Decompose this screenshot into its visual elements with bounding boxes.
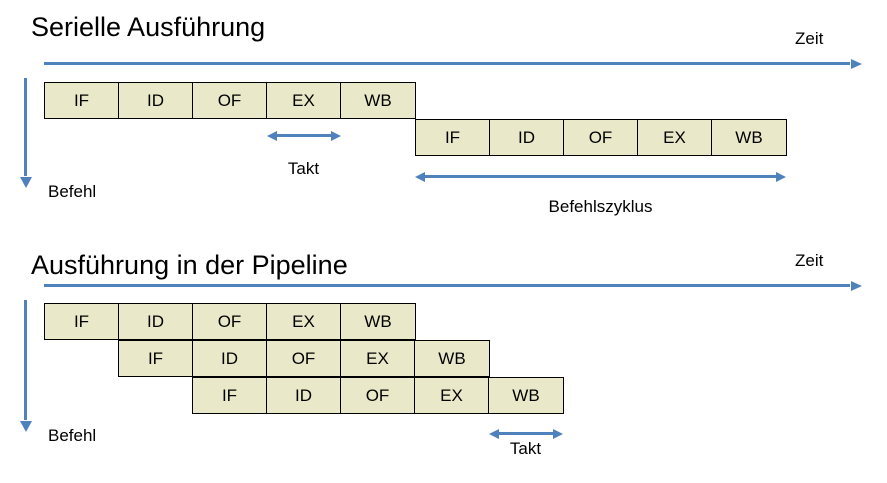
section-title-pipeline: Ausführung in der Pipeline: [31, 250, 348, 280]
stage-box: ID: [489, 119, 564, 156]
stage-box: IF: [44, 303, 119, 340]
stage-box: WB: [340, 303, 416, 340]
instruction-axis-label-serial: Befehl: [48, 182, 97, 201]
stage-box: ID: [118, 303, 193, 340]
takt-measure-label-serial: Takt: [287, 159, 320, 178]
stage-box: OF: [266, 340, 341, 377]
stage-box: ID: [192, 340, 267, 377]
befehlszyklus-measure-label: Befehlszyklus: [548, 197, 653, 216]
instruction-axis-label-pipeline: Befehl: [48, 426, 97, 445]
stage-box: IF: [118, 340, 193, 377]
time-axis-arrow-pipeline: [44, 284, 850, 287]
stage-box: ID: [266, 377, 341, 414]
time-axis-label-pipeline: Zeit: [795, 251, 824, 270]
stage-box: OF: [192, 303, 267, 340]
stage-box: WB: [414, 340, 490, 377]
stage-box: ID: [118, 82, 193, 119]
stage-box: IF: [192, 377, 267, 414]
befehlszyklus-measure-arrow: [425, 175, 776, 178]
time-axis-label-serial: Zeit: [795, 29, 824, 48]
time-axis-arrow-serial: [44, 62, 850, 65]
stage-box: WB: [340, 82, 416, 119]
stage-box: IF: [415, 119, 490, 156]
stage-box: EX: [637, 119, 712, 156]
takt-measure-arrow-serial: [277, 134, 331, 137]
instruction-axis-arrow-serial: [24, 78, 27, 176]
stage-box: OF: [340, 377, 415, 414]
takt-measure-label-pipeline: Takt: [509, 439, 542, 458]
stage-box: IF: [44, 82, 119, 119]
stage-box: OF: [563, 119, 638, 156]
takt-measure-arrow-pipeline: [499, 432, 553, 435]
section-title-serial: Serielle Ausführung: [31, 12, 266, 42]
stage-box: OF: [192, 82, 267, 119]
stage-box: EX: [266, 303, 341, 340]
stage-box: WB: [488, 377, 564, 414]
stage-box: EX: [266, 82, 341, 119]
stage-box: EX: [414, 377, 489, 414]
stage-box: EX: [340, 340, 415, 377]
stage-box: WB: [711, 119, 787, 156]
instruction-axis-arrow-pipeline: [24, 300, 27, 420]
